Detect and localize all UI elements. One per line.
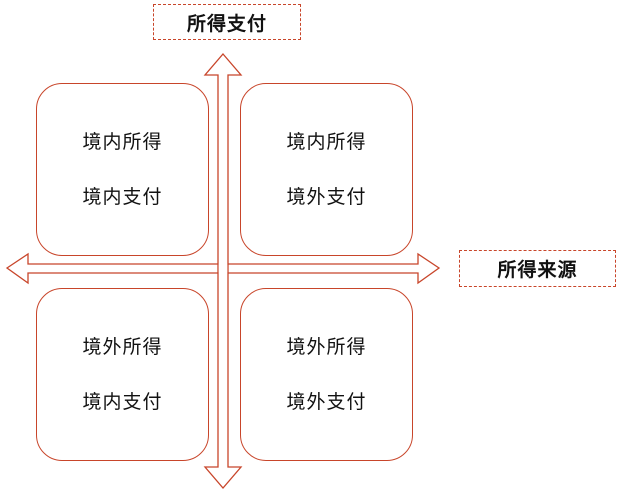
quadrant-payment-text: 境外支付	[286, 390, 367, 413]
quadrant-income-text: 境内所得	[286, 130, 367, 153]
quadrant-payment-text: 境内支付	[82, 390, 163, 413]
quadrant-payment-text: 境内支付	[82, 185, 163, 208]
quadrant-income-text: 境内所得	[82, 130, 163, 153]
income-payment-axis-label: 所得支付	[153, 4, 301, 40]
quadrant-income-text: 境外所得	[286, 335, 367, 358]
quadrant-payment-text: 境外支付	[286, 185, 367, 208]
quadrant-income-text: 境外所得	[82, 335, 163, 358]
quadrant-top-left: 境内所得 境内支付	[36, 83, 209, 256]
income-source-axis-label: 所得来源	[459, 250, 616, 287]
quadrant-bottom-right: 境外所得 境外支付	[240, 288, 413, 461]
quadrant-top-right: 境内所得 境外支付	[240, 83, 413, 256]
quadrant-bottom-left: 境外所得 境内支付	[36, 288, 209, 461]
